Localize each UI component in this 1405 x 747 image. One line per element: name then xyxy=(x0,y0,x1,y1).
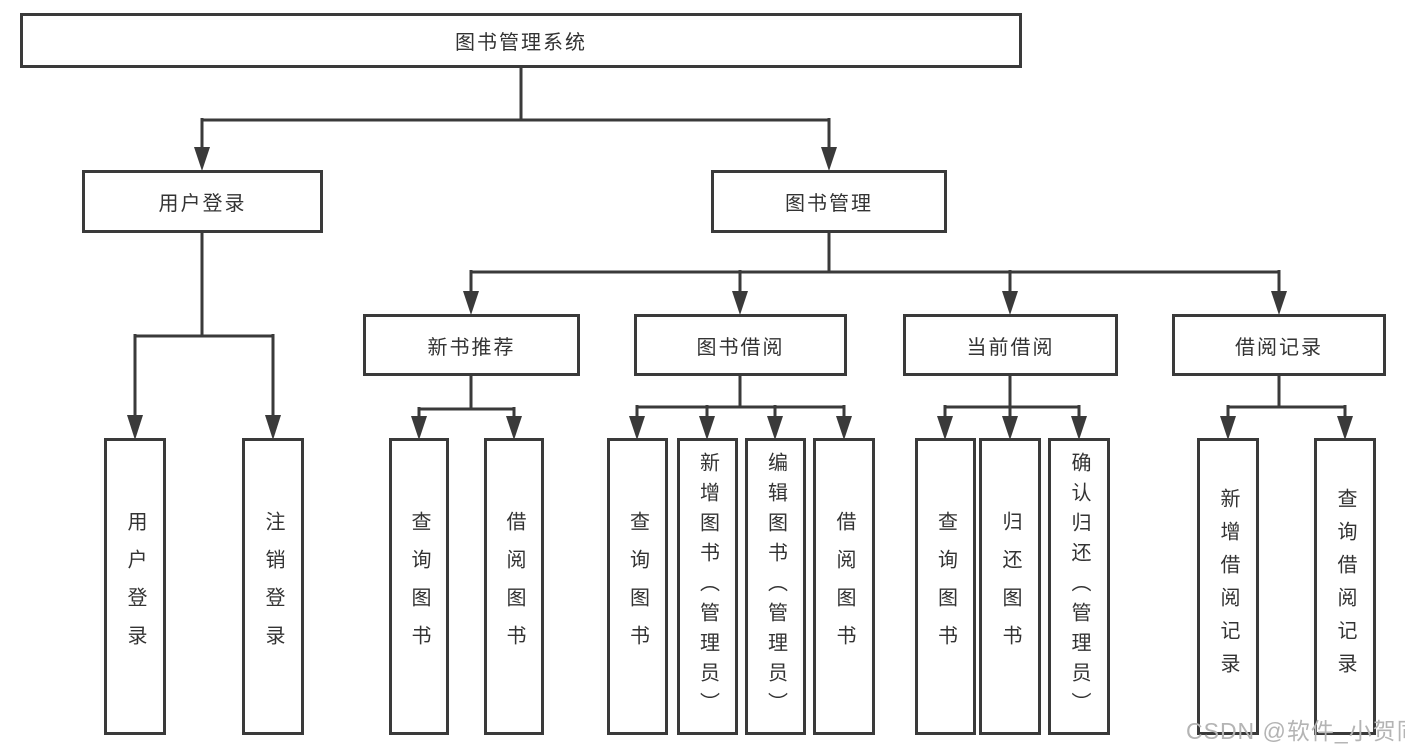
leaf-borrow-add-books-admin: 新增图书（管理员） xyxy=(677,438,738,735)
leaf-borrow-borrow-books: 借阅图书 xyxy=(813,438,875,735)
leaf-rec-borrow-books: 借阅图书 xyxy=(484,438,544,735)
leaf-rec-query-books-label: 查询图书 xyxy=(408,510,430,663)
watermark: CSDN @软件_小贺同学 xyxy=(1186,718,1405,744)
leaf-rec-query-books: 查询图书 xyxy=(389,438,449,735)
leaf-borrow-query-books: 查询图书 xyxy=(607,438,668,735)
leaf-current-query-books: 查询图书 xyxy=(915,438,976,735)
leaf-current-query-books-label: 查询图书 xyxy=(934,510,957,663)
node-book-management-label: 图书管理 xyxy=(785,193,873,215)
node-user-login: 用户登录 xyxy=(82,170,323,233)
node-borrow-records: 借阅记录 xyxy=(1172,314,1386,376)
leaf-current-return-books: 归还图书 xyxy=(979,438,1041,735)
leaf-current-confirm-return-admin: 确认归还（管理员） xyxy=(1048,438,1110,735)
node-current-borrow-label: 当前借阅 xyxy=(966,336,1055,359)
leaf-user-login-label: 用户登录 xyxy=(124,510,146,663)
leaf-current-confirm-return-admin-label: 确认归还（管理员） xyxy=(1068,451,1090,722)
leaf-records-query-record-label: 查询借阅记录 xyxy=(1334,487,1356,686)
leaf-records-add-record-label: 新增借阅记录 xyxy=(1217,487,1239,686)
node-new-book-recommend: 新书推荐 xyxy=(363,314,580,376)
leaf-logout: 注销登录 xyxy=(242,438,304,735)
leaf-borrow-edit-books-admin-label: 编辑图书（管理员） xyxy=(764,451,787,722)
leaf-user-login: 用户登录 xyxy=(104,438,166,735)
leaf-borrow-add-books-admin-label: 新增图书（管理员） xyxy=(696,451,719,722)
node-current-borrow: 当前借阅 xyxy=(903,314,1118,376)
leaf-logout-label: 注销登录 xyxy=(262,510,284,663)
node-book-borrow: 图书借阅 xyxy=(634,314,847,376)
leaf-current-return-books-label: 归还图书 xyxy=(999,510,1021,663)
leaf-borrow-borrow-books-label: 借阅图书 xyxy=(833,510,855,663)
node-borrow-records-label: 借阅记录 xyxy=(1235,336,1323,359)
leaf-records-query-record: 查询借阅记录 xyxy=(1314,438,1376,735)
node-root-label: 图书管理系统 xyxy=(455,32,587,54)
leaf-records-add-record: 新增借阅记录 xyxy=(1197,438,1259,735)
leaf-borrow-edit-books-admin: 编辑图书（管理员） xyxy=(745,438,806,735)
node-book-borrow-label: 图书借阅 xyxy=(696,336,785,359)
node-user-login-label: 用户登录 xyxy=(158,193,247,215)
node-book-management: 图书管理 xyxy=(711,170,947,233)
leaf-borrow-query-books-label: 查询图书 xyxy=(626,510,649,663)
node-new-book-recommend-label: 新书推荐 xyxy=(427,336,516,359)
leaf-rec-borrow-books-label: 借阅图书 xyxy=(503,510,525,663)
node-root: 图书管理系统 xyxy=(20,13,1022,68)
